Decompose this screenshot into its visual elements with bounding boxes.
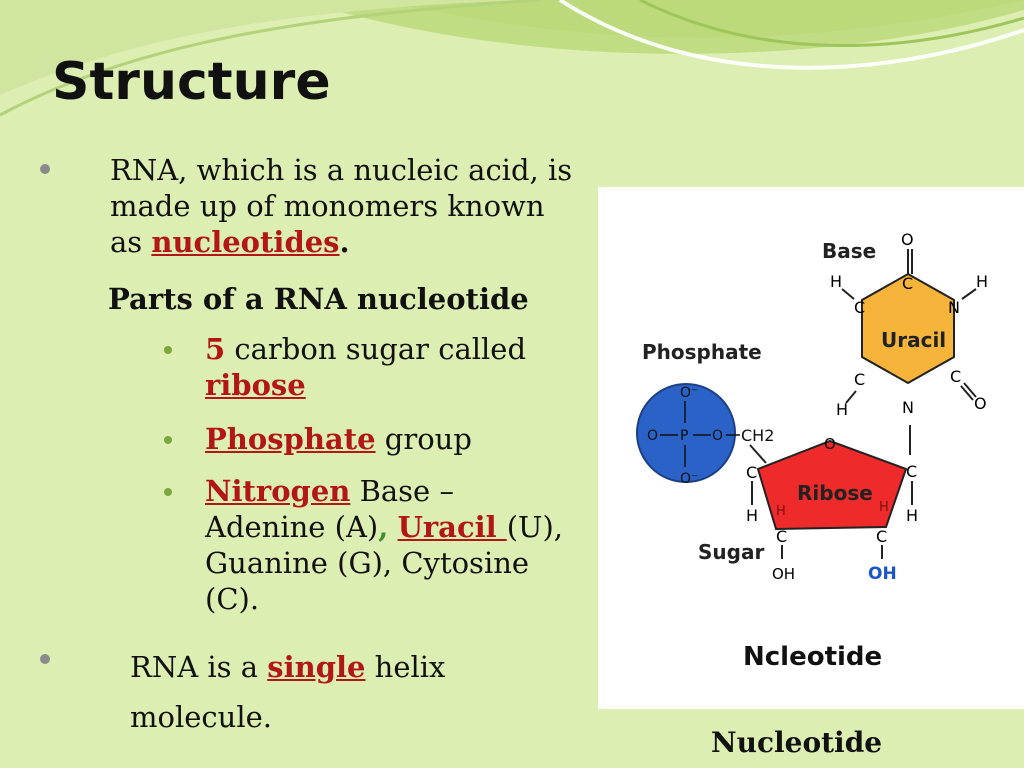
phosphate-label: Phosphate xyxy=(642,340,762,364)
atom-oh-highlight: OH xyxy=(868,564,897,584)
phosphate-link: Phosphate xyxy=(205,422,376,456)
atom-h: H xyxy=(976,272,988,291)
bond xyxy=(960,385,974,401)
slide-title: Structure xyxy=(52,52,331,112)
diagram-title: Ncleotide xyxy=(743,642,882,672)
uracil-ring xyxy=(861,272,955,385)
sub1-text: 5 carbon sugar called ribose xyxy=(205,331,526,403)
sub2-rest: group xyxy=(375,422,472,456)
atom-o-minus: O⁻ xyxy=(680,385,698,401)
bullet2-suffix: helix xyxy=(365,650,446,684)
ribose-link: ribose xyxy=(205,368,306,402)
bullet2-prefix: RNA is a xyxy=(130,650,268,684)
atom-c: C xyxy=(906,462,917,481)
atom-n: N xyxy=(902,398,914,417)
bullet1-line2: made up of monomers known xyxy=(110,189,545,223)
nucleotide-diagram-svg: Base Phosphate Sugar Uracil O C N H C O … xyxy=(636,230,988,672)
atom-h: H xyxy=(746,506,758,525)
bond xyxy=(961,288,977,300)
nitrogen-link: Nitrogen xyxy=(205,474,351,508)
sub1-number: 5 xyxy=(205,332,226,366)
sub-bullet-marker xyxy=(164,436,172,444)
atom-c: C xyxy=(854,298,865,317)
atom-c: C xyxy=(950,367,961,386)
bond xyxy=(841,288,855,300)
atom-c: C xyxy=(902,274,913,293)
adenine-text: Adenine (A) xyxy=(205,510,379,544)
atom-o: O xyxy=(901,230,914,249)
sub1-line1: carbon sugar called xyxy=(225,332,527,366)
sub3-text: Nitrogen Base – Adenine (A), Uracil (U),… xyxy=(205,473,563,617)
atom-c: C xyxy=(776,527,787,546)
uracil-link: Uracil xyxy=(397,510,507,544)
bullet2-text: RNA is a single helix molecule. xyxy=(130,642,445,742)
bullet1-line3-prefix: as xyxy=(110,225,152,259)
atom-o: O xyxy=(974,394,987,413)
atom-o: O xyxy=(647,428,658,444)
sub3-line4: (C). xyxy=(205,582,260,616)
atom-n: N xyxy=(948,298,960,317)
atom-o: O xyxy=(824,435,836,453)
atom-o-minus: O⁻ xyxy=(680,471,698,487)
uracil-abbrev: (U), xyxy=(506,510,564,544)
phosphate-sphere xyxy=(636,383,736,483)
atom-h: H xyxy=(906,506,918,525)
atom-c: C xyxy=(876,527,887,546)
bullet-marker xyxy=(40,654,50,664)
ribose-ring xyxy=(756,439,908,531)
atom-h: H xyxy=(830,272,842,291)
atom-h: H xyxy=(879,500,889,515)
sub-bullet-marker xyxy=(164,346,172,354)
green-comma: , xyxy=(378,510,389,544)
sugar-label: Sugar xyxy=(698,540,764,564)
atom-h: H xyxy=(836,400,848,419)
parts-heading: Parts of a RNA nucleotide xyxy=(108,282,529,316)
atom-h: H xyxy=(776,504,786,519)
sub3-base: Base – xyxy=(350,474,454,508)
nucleotides-link: nucleotides xyxy=(151,225,340,259)
atom-o: O xyxy=(712,428,723,444)
atom-c: C xyxy=(854,370,865,389)
bond xyxy=(749,444,767,464)
atom-c: C xyxy=(746,463,757,482)
bond xyxy=(963,382,977,398)
bullet1-line1: RNA, which is a nucleic acid, is xyxy=(110,153,573,187)
bullet1-period: . xyxy=(339,225,350,259)
bond xyxy=(845,390,857,404)
figure-caption: Nucleotide xyxy=(711,726,883,759)
bullet1-line3: as nucleotides. xyxy=(110,224,572,260)
sub2-text: Phosphate group xyxy=(205,421,472,457)
header-swoosh-decoration xyxy=(0,0,1024,117)
bullet-marker xyxy=(40,164,50,174)
nucleotide-diagram: Base Phosphate Sugar Uracil O C N H C O … xyxy=(598,187,1024,709)
single-link: single xyxy=(267,650,366,684)
atom-oh: OH xyxy=(772,565,795,583)
sub-bullet-marker xyxy=(164,488,172,496)
sub3-line3: Guanine (G), Cytosine xyxy=(205,546,530,580)
bullet1-text: RNA, which is a nucleic acid, is made up… xyxy=(110,152,572,260)
uracil-label: Uracil xyxy=(881,328,946,352)
base-label: Base xyxy=(822,239,876,263)
atom-p: P xyxy=(680,428,688,444)
bullet2-line2: molecule. xyxy=(130,700,272,734)
atom-ch2: CH2 xyxy=(741,426,774,445)
ribose-label: Ribose xyxy=(797,481,873,505)
